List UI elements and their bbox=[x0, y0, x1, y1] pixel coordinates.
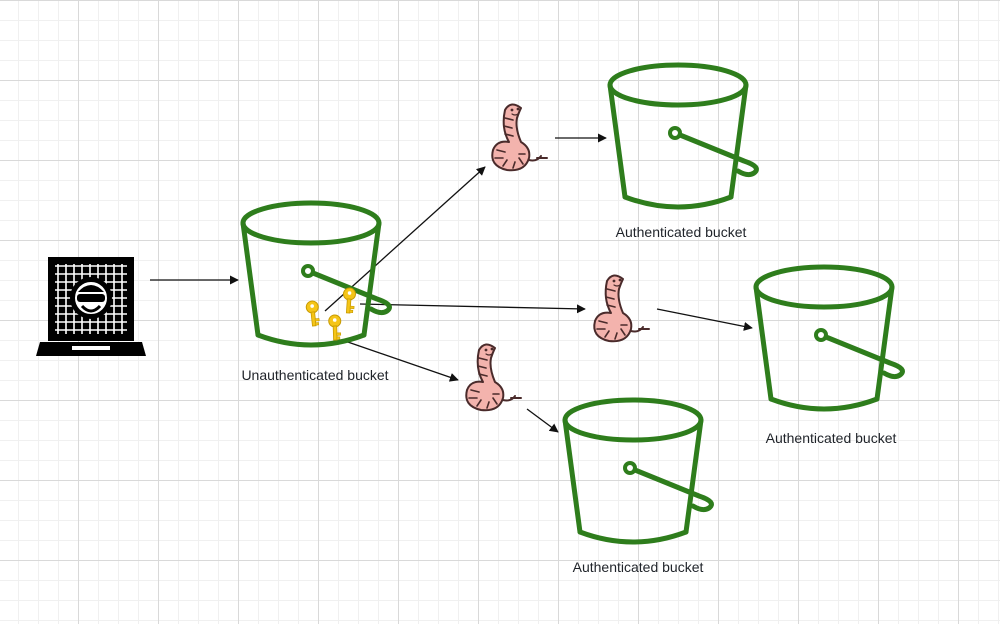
hacker-laptop-icon bbox=[36, 257, 146, 356]
source-bucket-label: Unauthenticated bucket bbox=[241, 367, 389, 383]
top-bucket-label: Authenticated bucket bbox=[615, 224, 747, 240]
bucket-icon bbox=[610, 65, 756, 207]
arrow-bucket-to-worm-low bbox=[341, 339, 459, 382]
key-icon bbox=[341, 287, 357, 314]
arrows bbox=[150, 133, 753, 433]
arrow-worm-to-bucket-right bbox=[656, 308, 753, 331]
arrow-bucket-to-worm-mid bbox=[359, 303, 586, 314]
worm-icon bbox=[465, 343, 522, 412]
arrow-worm-to-bucket-bottom bbox=[526, 408, 559, 433]
bucket-icon bbox=[565, 400, 711, 542]
key-icon bbox=[305, 299, 321, 328]
bucket-icon bbox=[756, 267, 902, 409]
bottom-bucket-label: Authenticated bucket bbox=[572, 559, 704, 575]
worm-icon bbox=[491, 103, 548, 172]
right-bucket-label: Authenticated bucket bbox=[765, 430, 897, 446]
worm-icon bbox=[593, 274, 650, 343]
key-icon bbox=[328, 314, 342, 341]
